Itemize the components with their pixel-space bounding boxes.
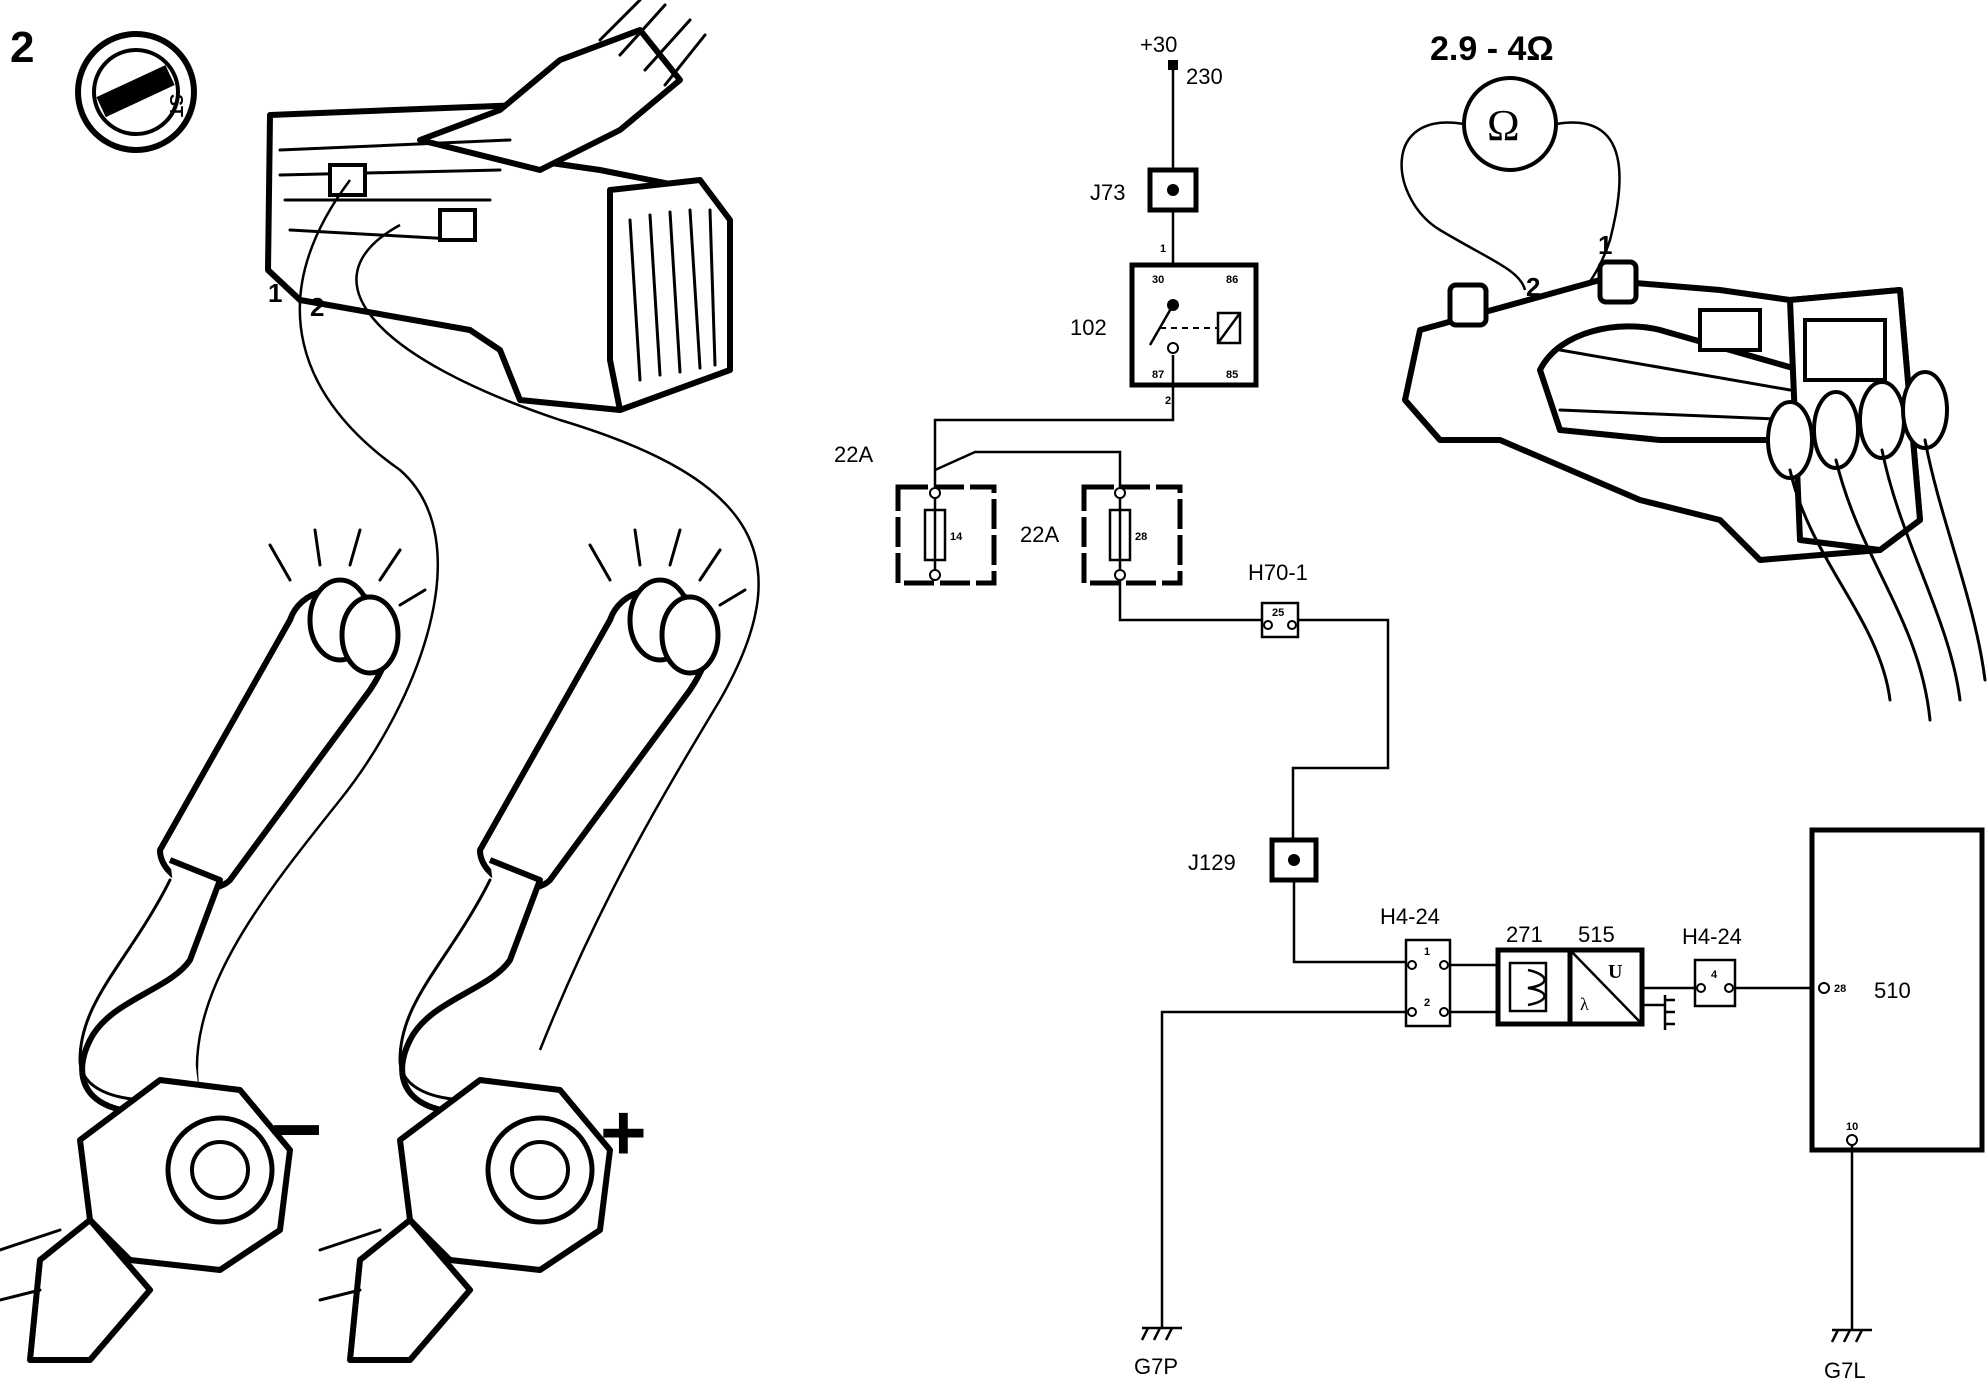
svg-text:Ω: Ω [1487,101,1520,150]
relay-102-label: 102 [1070,315,1107,340]
ground-g7l-label: G7L [1824,1358,1866,1383]
svg-text:2: 2 [1165,395,1171,407]
svg-text:28: 28 [1834,983,1846,995]
sensor-connector-icon [265,0,733,413]
connector-h4-24-left-label: H4-24 [1380,904,1440,929]
svg-text:1: 1 [1424,946,1430,958]
ecu-510-label: 510 [1874,978,1911,1003]
negative-probe-icon [0,528,427,1363]
fuse-14-rating: 22A [834,442,873,467]
ground-g7p-icon [1140,1326,1182,1341]
svg-text:2: 2 [1424,997,1430,1009]
ignition-position-label: ST [166,94,186,117]
ground-g7p-label: G7P [1134,1354,1178,1379]
supply-label: +30 [1140,32,1177,57]
ohmmeter-icon: Ω [1462,76,1558,172]
svg-text:28: 28 [1135,531,1147,543]
fuse-14: 14 [895,484,997,586]
connector-h4-24-right-label: H4-24 [1682,924,1742,949]
lambda-sensor-515-label: 515 [1578,922,1615,947]
ecu-510: 28 10 [1809,827,1985,1153]
svg-text:87: 87 [1152,369,1164,381]
connector-pin-2-label: 2 [310,292,324,322]
fuse-28: 28 [1081,484,1183,586]
supply-wire-number: 230 [1186,64,1223,89]
svg-text:λ: λ [1580,994,1589,1014]
ignition-key-icon: ST [75,31,197,153]
svg-text:14: 14 [950,531,963,543]
junction-j129: J129 [1188,850,1236,875]
connector-h70-label: H70-1 [1248,560,1308,585]
lambda-sensor-515: U λ [1495,947,1675,1030]
sensor-plug-icon [1402,259,1987,722]
svg-text:4: 4 [1711,969,1718,981]
connector-pin-1-label: 1 [268,278,282,308]
relay-102: 1 30 86 87 85 2 [1129,243,1259,407]
svg-text:10: 10 [1846,1121,1858,1133]
positive-polarity-label: + [600,1088,647,1177]
connector-h4-24-right: 4 [1693,958,1737,1008]
svg-text:25: 25 [1272,607,1284,619]
junction-j73: J73 [1090,180,1125,205]
connector-h4-24-left: 1 2 [1404,938,1452,1028]
svg-text:86: 86 [1226,274,1238,286]
svg-text:85: 85 [1226,369,1238,381]
svg-text:30: 30 [1152,274,1164,286]
step-number: 2 [10,23,34,72]
negative-polarity-label: − [270,1080,323,1180]
positive-probe-icon [318,528,747,1363]
svg-text:1: 1 [1160,243,1166,255]
resistance-range-label: 2.9 - 4Ω [1430,30,1554,68]
fuse-28-rating: 22A [1020,522,1059,547]
svg-text:U: U [1608,961,1622,983]
heater-271-label: 271 [1506,922,1543,947]
ground-g7l-icon [1830,1328,1872,1343]
ohmmeter-pin-1-label: 1 [1598,230,1612,260]
